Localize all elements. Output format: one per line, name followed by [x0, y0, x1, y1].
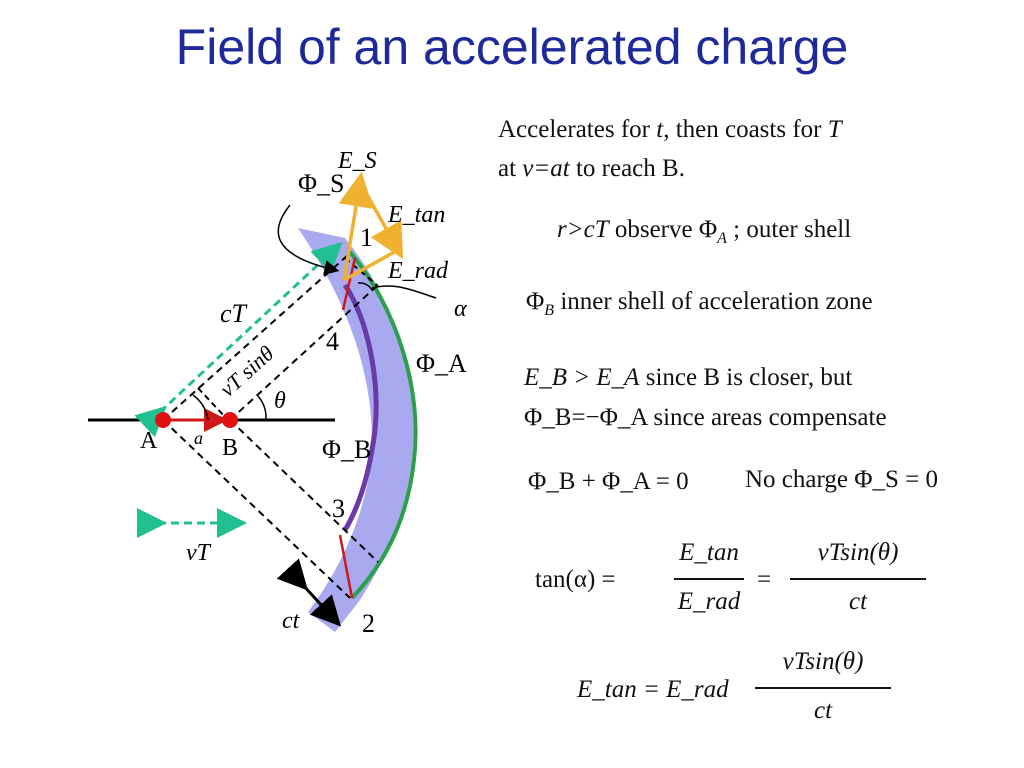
label-accel: a [194, 428, 203, 448]
tan-frac2-num: vTsin(θ) [817, 539, 899, 566]
alpha-leader [371, 285, 437, 299]
etan-lhs: E_tan = E_rad [577, 676, 729, 703]
inner-shell-line: ΦB inner shell of acceleration zone [526, 288, 873, 319]
etan-frac-bar [755, 687, 891, 689]
phib-line: Φ_B=−Φ_A since areas compensate [524, 404, 887, 431]
label-vt: vT [186, 540, 212, 566]
eb-line: E_B > E_A since B is closer, but [524, 364, 853, 391]
label-phib: Φ_B [322, 435, 371, 464]
tan-frac2-bar [790, 578, 926, 580]
label-2: 2 [362, 609, 375, 638]
label-a: A [140, 428, 158, 454]
outer-shell-line [348, 250, 418, 600]
label-4: 4 [326, 327, 339, 356]
label-es: E_S [337, 148, 377, 174]
label-alpha: α [454, 296, 467, 322]
inner-shell-line [342, 283, 379, 532]
kink-top [341, 257, 357, 311]
tan-frac1-den: E_rad [677, 588, 741, 615]
ct-arrow [134, 241, 343, 438]
intro-line-1: Accelerates for t, then coasts for T [498, 116, 842, 143]
label-ct: cT [220, 299, 248, 328]
acceleration-shell [298, 228, 414, 632]
theta-arc [257, 395, 267, 421]
alpha-arc [357, 282, 373, 291]
etan-vector [358, 181, 404, 260]
tan-frac1-bar [674, 578, 744, 580]
label-phia: Φ_A [416, 349, 467, 378]
sum-equation: Φ_B + Φ_A = 0 [528, 468, 689, 495]
etan-frac-num: vTsin(θ) [782, 648, 864, 675]
tan-eq2: = [757, 566, 772, 593]
label-ct-small: ct [282, 608, 301, 634]
label-etan: E_tan [387, 202, 445, 228]
label-phis: Φ_S [298, 169, 344, 198]
observe-line: r>cT observe ΦA ; outer shell [557, 216, 852, 247]
nocharge-line: No charge Φ_S = 0 [745, 466, 938, 493]
ct-small-arrow [276, 558, 342, 627]
label-3: 3 [332, 494, 345, 523]
label-b: B [222, 435, 238, 461]
es-vector [338, 171, 374, 281]
ray-b-lower [229, 419, 379, 563]
label-1: 1 [360, 223, 373, 252]
intro-line-2: at v=at to reach B. [498, 155, 685, 182]
kink-bottom [338, 534, 354, 599]
etan-frac-den: ct [813, 697, 833, 724]
charge-a [155, 412, 171, 428]
tan-frac2-den: ct [848, 588, 868, 615]
tan-lhs: tan(α) = [535, 566, 616, 593]
label-erad: E_rad [387, 258, 449, 284]
label-vtsin: vT sinθ [215, 340, 279, 401]
charge-b [222, 412, 238, 428]
tan-frac1-num: E_tan [679, 539, 739, 566]
alpha-small-arc [192, 394, 209, 421]
phis-leader [277, 204, 340, 275]
erad-vector [343, 248, 399, 282]
slide-title: Field of an accelerated charge [175, 19, 849, 75]
label-theta: θ [274, 388, 286, 414]
